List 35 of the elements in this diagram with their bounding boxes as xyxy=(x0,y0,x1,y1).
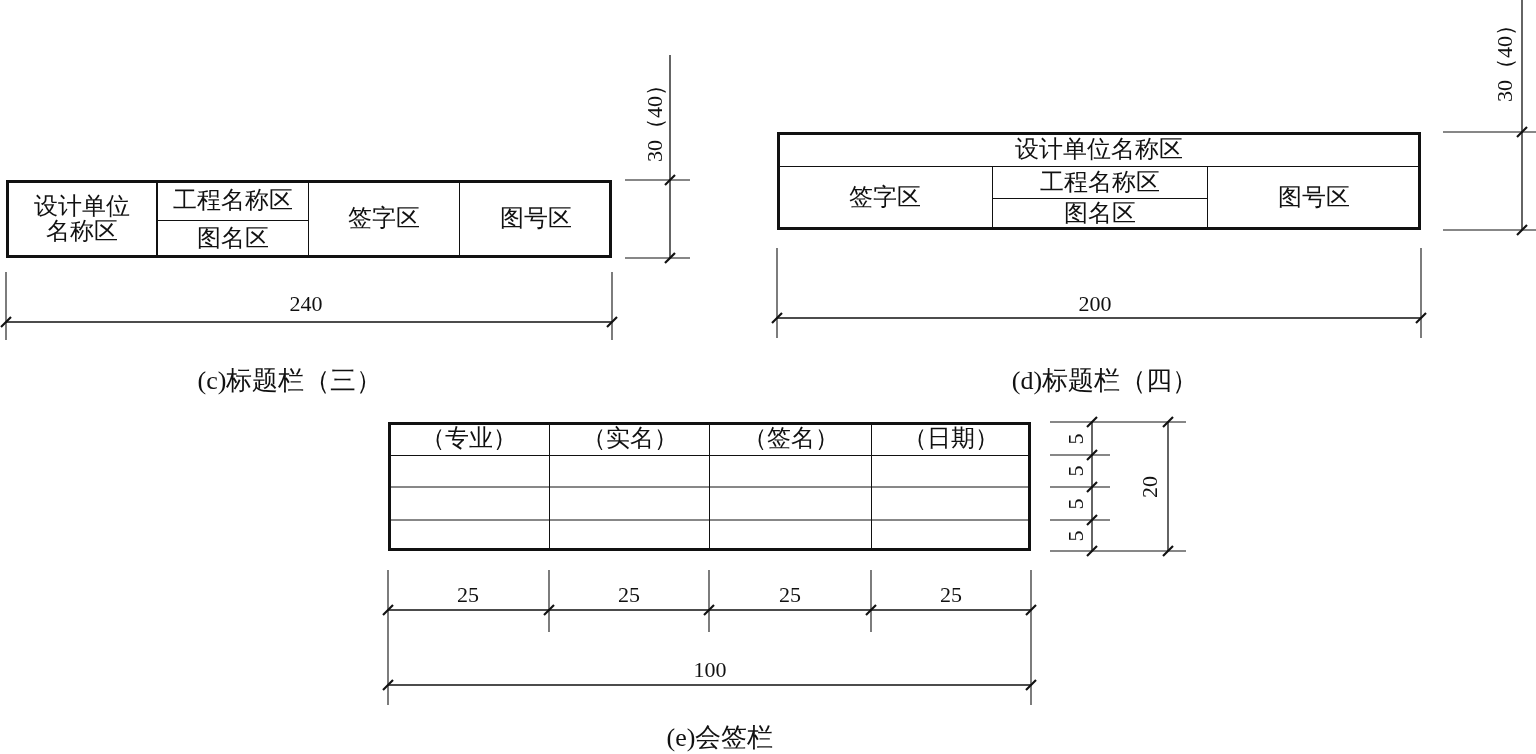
dimension-text: 5 xyxy=(1064,433,1086,445)
cell-text: 设计单位名称区 xyxy=(1015,136,1183,163)
dimension-text: 100 xyxy=(693,659,727,681)
cell-text: 图号区 xyxy=(1278,185,1350,211)
cell-text: 签字区 xyxy=(348,206,420,232)
dimension-text: 25 xyxy=(618,584,640,606)
figure-caption: (e)会签栏 xyxy=(666,725,774,751)
dimension-text: 30（40） xyxy=(1494,14,1516,102)
cell-text: 签字区 xyxy=(849,185,921,211)
cell-text: 图名区 xyxy=(1064,201,1136,227)
dimension-text: 5 xyxy=(1064,530,1086,542)
table-cell xyxy=(549,422,710,456)
cell-text: 设计单位名称区 xyxy=(32,193,131,245)
figure-caption: (c)标题栏（三） xyxy=(197,368,383,394)
figure-caption: (d)标题栏（四） xyxy=(1011,368,1199,394)
cell-text: 工程名称区 xyxy=(1040,169,1160,196)
cell-text: 图号区 xyxy=(499,206,572,232)
dimension-text: 5 xyxy=(1064,465,1086,477)
dimension-text: 240 xyxy=(289,293,323,315)
cell-text: 工程名称区 xyxy=(173,187,293,214)
dimension-text: 20 xyxy=(1139,476,1161,498)
dimension-text: 25 xyxy=(457,584,479,606)
title-block-frame xyxy=(777,132,1421,230)
dimension-text: 25 xyxy=(940,584,962,606)
cell-text: 图名区 xyxy=(197,226,269,252)
cell-text: （专业） xyxy=(421,426,517,452)
dimension-text: 30（40） xyxy=(644,74,666,162)
dimension-text: 5 xyxy=(1064,498,1086,510)
dimension-text: 200 xyxy=(1078,293,1112,315)
cell-text: （实名） xyxy=(581,426,678,452)
cell-text: （日期） xyxy=(903,426,999,452)
cell-text: （签名） xyxy=(742,426,839,452)
title-block-frame xyxy=(388,422,1031,551)
dimension-text: 25 xyxy=(779,584,801,606)
title-block-frame xyxy=(6,180,612,258)
